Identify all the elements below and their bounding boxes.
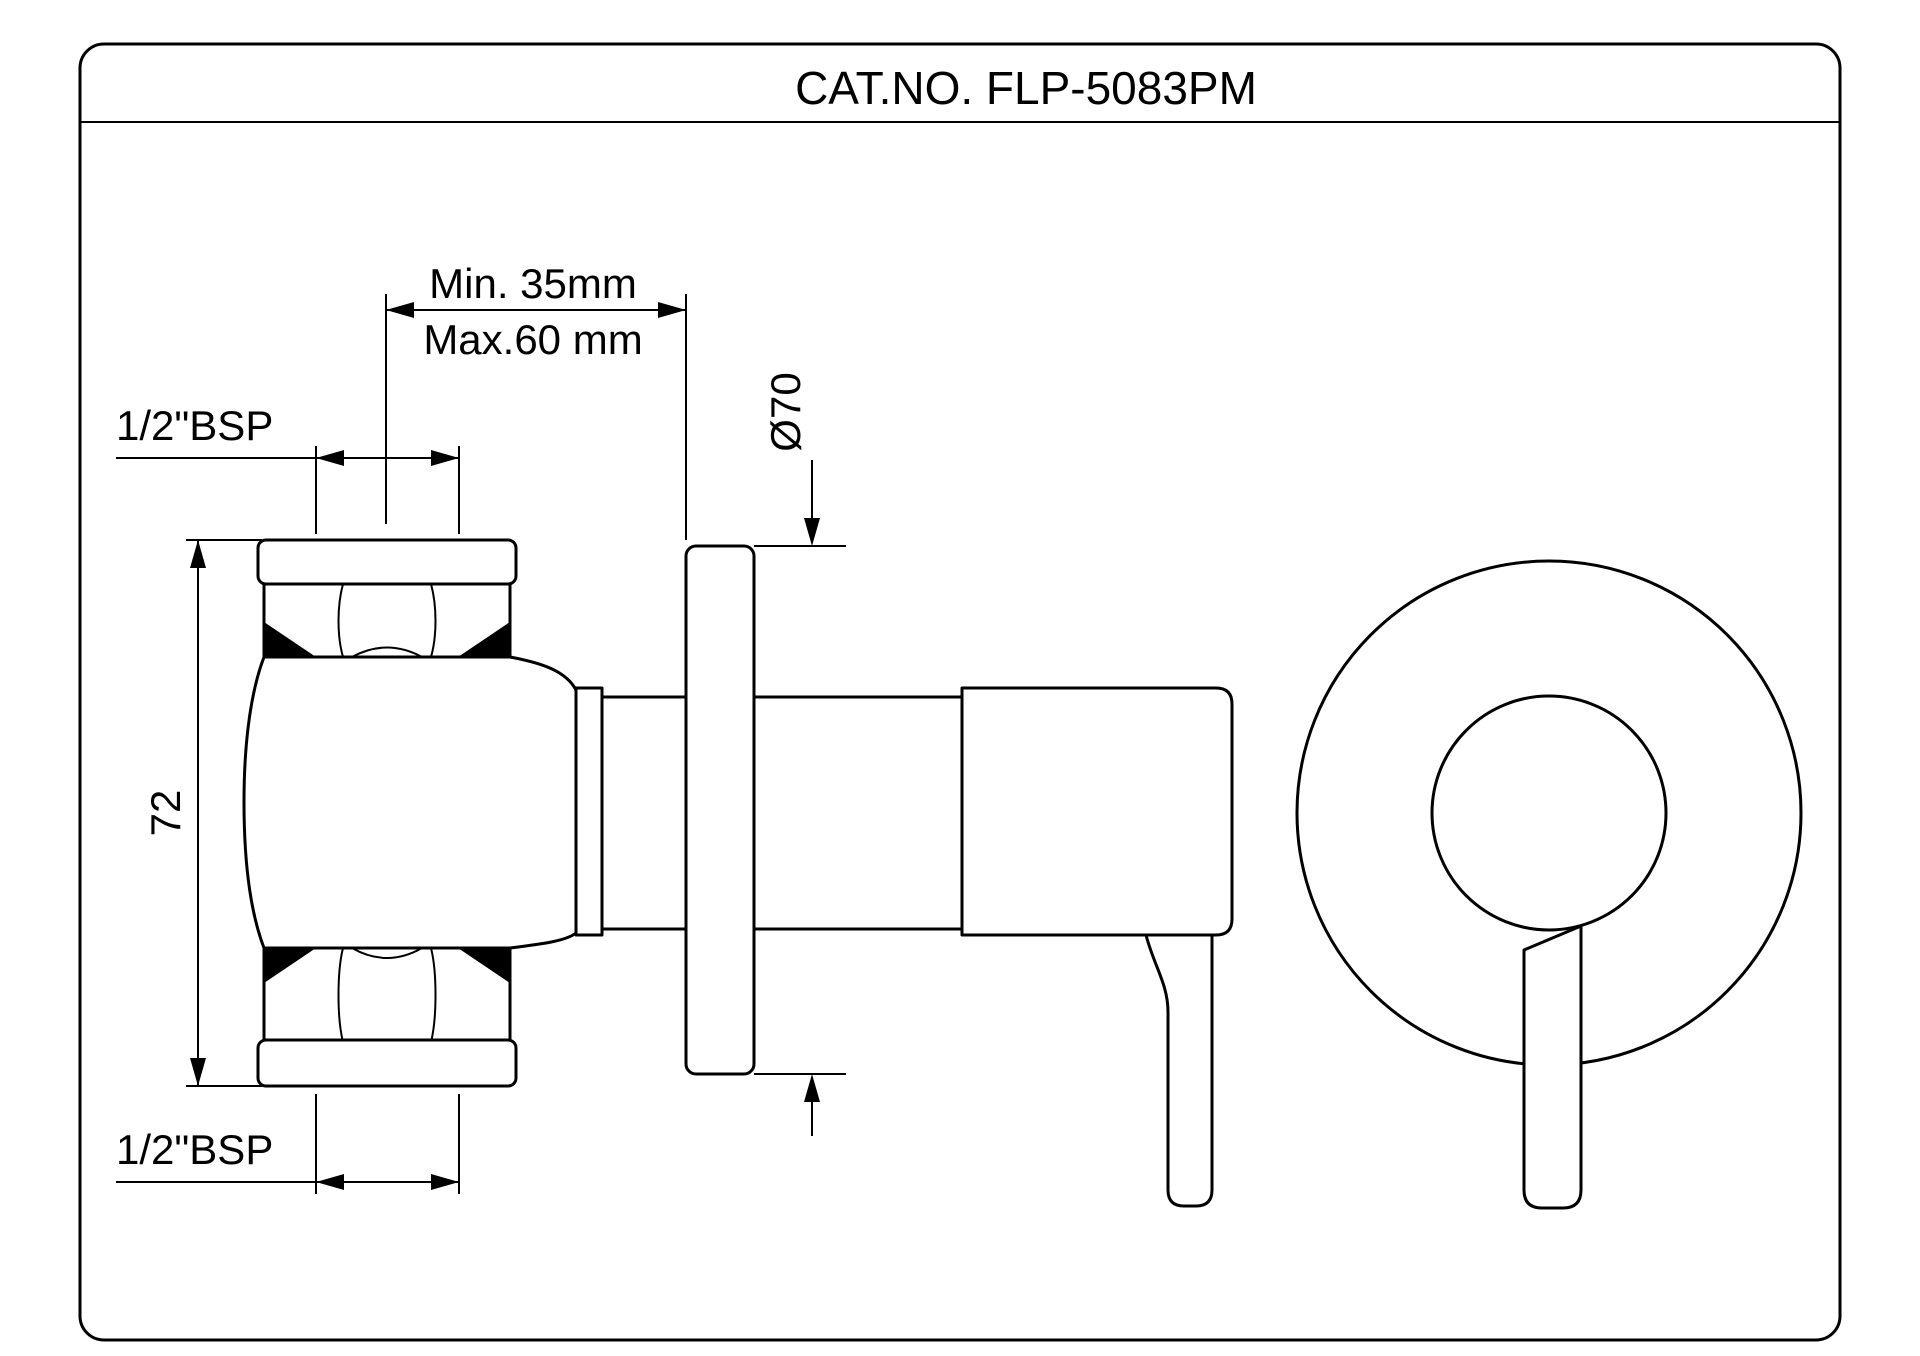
- side-view: [242, 538, 1234, 1208]
- arrow-down-icon: [190, 1058, 206, 1086]
- valve-body: [242, 655, 578, 950]
- top-thread-cap: [256, 538, 518, 586]
- inner-pipe: [600, 695, 688, 931]
- dim-flange-diameter: Ø70: [754, 372, 846, 1136]
- arrow-left-icon: [316, 450, 344, 466]
- arrow-left-icon: [386, 302, 414, 318]
- wall-flange: [684, 544, 756, 1076]
- arrow-left-icon: [316, 1174, 344, 1190]
- dim-depth-max-label: Max.60 mm: [423, 316, 642, 363]
- bottom-nut-facet-right: [430, 947, 437, 1043]
- dim-inlet-thread: 1/2"BSP: [116, 402, 460, 534]
- dim-height-label: 72: [142, 790, 189, 837]
- bottom-nut-chamfer-arc: [351, 947, 423, 959]
- dim-depth-min-label: Min. 35mm: [429, 260, 637, 307]
- arrow-up-icon: [804, 1074, 820, 1102]
- outer-pipe: [752, 695, 964, 931]
- top-hex-nut: [262, 582, 512, 659]
- outlet-collar: [574, 686, 604, 937]
- handle-inner-circle: [1430, 694, 1668, 932]
- bottom-hex-nut: [262, 946, 512, 1044]
- handle-body: [960, 686, 1234, 937]
- bottom-thread-cap: [256, 1038, 518, 1088]
- dim-wall-depth: Min. 35mm Max.60 mm: [385, 260, 687, 540]
- bottom-nut-shadow-left: [264, 948, 316, 983]
- lever-side: [1144, 933, 1214, 1208]
- dim-inlet-thread-label: 1/2"BSP: [116, 402, 273, 449]
- top-nut-facet-left: [337, 583, 344, 658]
- dim-flange-diameter-label: Ø70: [762, 372, 809, 451]
- bottom-nut-shadow-right: [458, 948, 510, 983]
- dim-outlet-thread-label: 1/2"BSP: [116, 1126, 273, 1173]
- arrow-right-icon: [431, 450, 459, 466]
- top-nut-chamfer-arc: [351, 646, 423, 658]
- top-nut-shadow-right: [458, 622, 510, 657]
- dim-outlet-thread: 1/2"BSP: [116, 1094, 460, 1194]
- dim-body-height: 72: [142, 539, 262, 1087]
- lever-front: [1522, 924, 1583, 1210]
- bottom-nut-facet-left: [337, 947, 344, 1043]
- catalog-title: CAT.NO. FLP-5083PM: [795, 62, 1257, 114]
- arrow-down-icon: [804, 518, 820, 546]
- top-nut-shadow-left: [264, 622, 316, 657]
- front-view: [1295, 559, 1803, 1210]
- arrow-up-icon: [190, 540, 206, 568]
- top-nut-facet-right: [430, 583, 437, 658]
- arrow-right-icon: [658, 302, 686, 318]
- arrow-right-icon: [431, 1174, 459, 1190]
